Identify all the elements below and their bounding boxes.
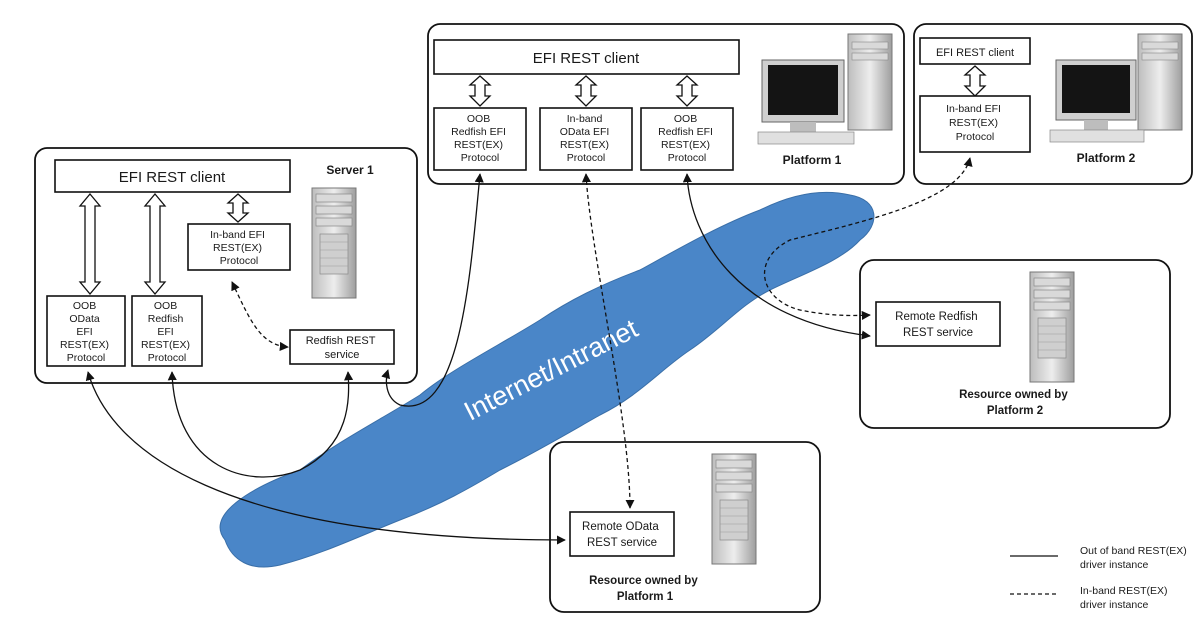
legend-dashed-line1: In-band REST(EX) (1080, 585, 1168, 597)
server1-oob-odata-line2: OData (69, 313, 100, 325)
legend-solid-line1: Out of band REST(EX) (1080, 545, 1187, 557)
platform1-oob1-line4: Protocol (461, 152, 500, 164)
svg-text:OOB OData EFI: OOB OData EFI REST(EX) Protocol (60, 300, 112, 364)
platform1-inband-line1: In-band (567, 113, 603, 125)
server1-oob-redfish-arrow (143, 192, 167, 296)
link-platform2-inband-to-remote-redfish (763, 157, 973, 320)
platform2-inband-line1: In-band EFI (946, 103, 1001, 115)
server1-oob-redfish-line5: Protocol (148, 352, 187, 364)
svg-text:Out of band REST(EX) dri: Out of band REST(EX) driver instance (1080, 545, 1190, 571)
server1-panel: Server 1 EFI REST client In-band EFI RES… (34, 147, 418, 384)
server1-service-line1: Redfish REST (306, 335, 376, 347)
remote-redfish-line1: Remote Redfish (895, 311, 977, 323)
remote-odata-line1: Remote OData (582, 521, 659, 533)
link-platform1-oob2-to-remote-redfish (682, 173, 871, 340)
server1-service-box (289, 329, 395, 365)
svg-text:In-band REST(EX) driver: In-band REST(EX) driver instance (1080, 585, 1170, 611)
platform1-title: Platform 1 (783, 153, 842, 167)
platform1-oob2-line1: OOB (674, 113, 697, 125)
remote-odata-service-box (569, 511, 675, 557)
server1-oob-odata-line5: Protocol (67, 352, 106, 364)
remote-odata-line2: REST service (587, 537, 657, 549)
server1-inband-line2: REST(EX) (213, 242, 262, 254)
legend-solid-line2: driver instance (1080, 559, 1148, 571)
server1-client-label: EFI REST client (119, 169, 226, 186)
svg-text:OOB Redfish EFI RE: OOB Redfish EFI REST(EX) Protocol (658, 113, 716, 164)
platform1-oob2-line4: Protocol (668, 152, 707, 164)
desktop-computer-icon (1049, 33, 1183, 143)
server1-inband-arrow (226, 193, 250, 223)
svg-text:In-band OData EFI: In-band OData EFI REST(EX) Protocol (560, 113, 613, 164)
link-platform1-inband-to-remote-odata (581, 173, 635, 509)
server1-title: Server 1 (326, 163, 374, 177)
legend: Out of band REST(EX) driver instance In-… (1010, 545, 1190, 611)
platform1-arrow-3 (675, 75, 699, 107)
platform1-inband-odata-box (539, 107, 633, 171)
platform1-oob2-line2: Redfish EFI (658, 126, 713, 138)
server1-oob-odata-line1: OOB (73, 300, 96, 312)
server1-oob-odata-arrow (78, 192, 102, 296)
svg-text:In-band EFI REST(EX): In-band EFI REST(EX) Protocol (946, 103, 1004, 143)
link-server1-redfish-to-service (167, 371, 354, 478)
server1-oob-odata-line4: REST(EX) (60, 339, 109, 351)
platform2-title: Platform 2 (1077, 151, 1136, 165)
server1-inband-line3: Protocol (220, 255, 259, 267)
server-tower-icon (1029, 271, 1075, 383)
resource-platform2-panel: Remote Redfish REST service Resource own… (859, 259, 1171, 429)
server1-oob-redfish-box (131, 295, 203, 367)
server1-oob-redfish-line1: OOB (154, 300, 177, 312)
svg-text:OOB Redfish EFI RE: OOB Redfish EFI REST(EX) Protocol (451, 113, 509, 164)
platform2-client-label: EFI REST client (936, 47, 1014, 59)
server1-service-line2: service (325, 349, 360, 361)
server1-oob-redfish-line4: REST(EX) (141, 339, 190, 351)
platform2-inband-box (919, 95, 1031, 153)
svg-text:Remote OData REST servic: Remote OData REST service (582, 521, 662, 549)
platform1-oob1-line2: Redfish EFI (451, 126, 506, 138)
remote-redfish-line2: REST service (903, 327, 973, 339)
server1-inband-line1: In-band EFI (210, 229, 265, 241)
remote-redfish-service-box (875, 301, 1001, 347)
resource-platform1-panel: Remote OData REST service Resource owned… (549, 441, 821, 613)
svg-text:Resource owned by Platfo: Resource owned by Platform 2 (959, 389, 1071, 417)
platform1-arrow-2 (574, 75, 598, 107)
platform2-inband-line3: Protocol (956, 131, 995, 143)
platform1-inband-line2: OData EFI (560, 126, 610, 138)
desktop-computer-icon (757, 33, 893, 145)
svg-text:Redfish REST service: Redfish REST service (306, 335, 379, 361)
server1-oob-redfish-line2: Redfish (148, 313, 184, 325)
platform1-panel: EFI REST client OOB Redfish EFI REST(EX)… (427, 23, 905, 185)
resource-p1-caption-line1: Resource owned by (589, 575, 698, 587)
platform1-client-label: EFI REST client (533, 50, 640, 67)
link-server1-inband-to-service (231, 281, 289, 351)
link-platform1-oob1-to-server1-service (381, 173, 484, 407)
legend-dashed-line2: driver instance (1080, 599, 1148, 611)
platform1-inband-line3: REST(EX) (560, 139, 609, 151)
server1-oob-odata-box (46, 295, 126, 367)
svg-text:Resource owned by Platfo: Resource owned by Platform 1 (589, 575, 701, 603)
link-server1-odata-to-remote-odata (85, 371, 566, 545)
platform1-oob1-line3: REST(EX) (454, 139, 503, 151)
server1-oob-redfish-line3: EFI (157, 326, 173, 338)
platform1-oob-redfish-box-2 (640, 107, 734, 171)
platform2-inband-line2: REST(EX) (949, 117, 998, 129)
platform1-oob2-line3: REST(EX) (661, 139, 710, 151)
resource-p2-caption-line1: Resource owned by (959, 389, 1068, 401)
connections (85, 157, 973, 545)
platform1-oob1-line1: OOB (467, 113, 490, 125)
svg-text:OOB Redfish EFI: OOB Redfish EFI REST(EX) Protocol (141, 300, 193, 364)
platform1-oob-redfish-box-1 (433, 107, 527, 171)
platform1-inband-line4: Protocol (567, 152, 606, 164)
server-tower-icon (711, 453, 757, 565)
server1-inband-box (187, 223, 291, 271)
platform1-arrow-1 (468, 75, 492, 107)
platform2-panel: EFI REST client In-band EFI REST(EX) Pro… (913, 23, 1193, 185)
svg-text:In-band EFI REST(EX): In-band EFI REST(EX) Protocol (210, 229, 268, 267)
resource-p1-caption-line2: Platform 1 (617, 591, 674, 603)
server1-oob-odata-line3: EFI (76, 326, 92, 338)
resource-p2-caption-line2: Platform 2 (987, 405, 1043, 417)
server-tower-icon (311, 187, 357, 299)
